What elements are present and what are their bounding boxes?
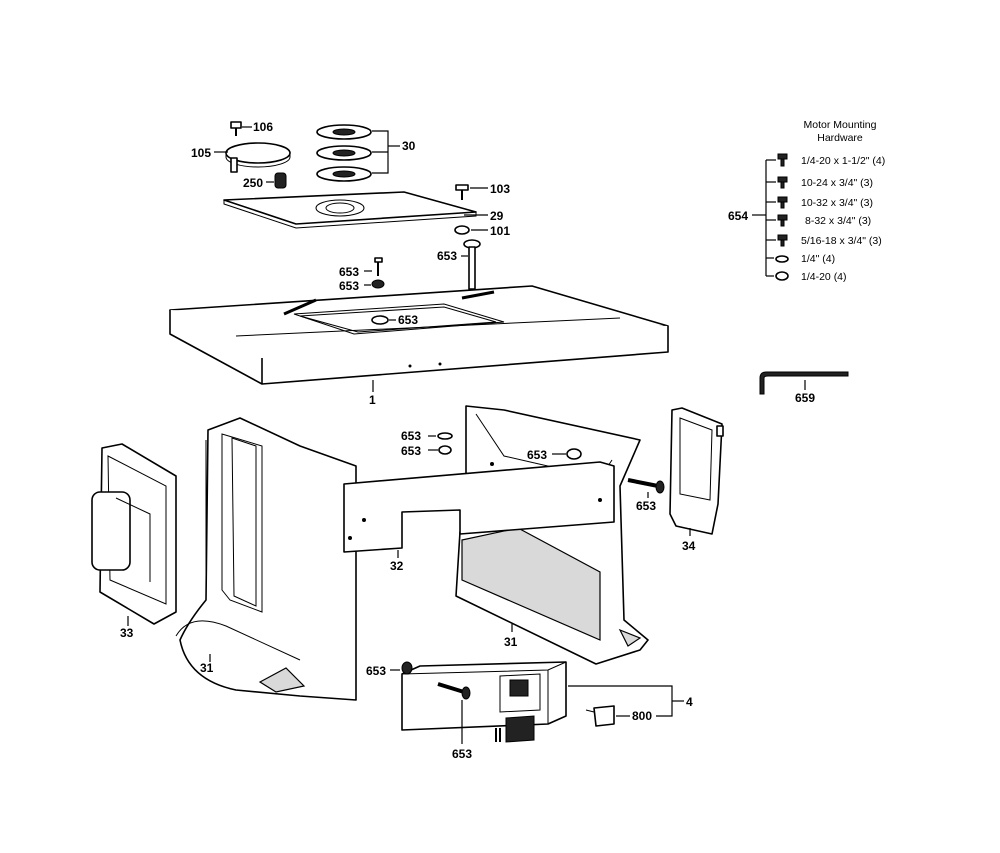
callout-30: 30 (402, 139, 416, 153)
screw-icon (777, 196, 788, 209)
hardware-item-7: 1/4-20 (4) (766, 271, 847, 283)
switch-box-4: 653 653 800 4 (366, 661, 693, 761)
callout-34: 34 (682, 539, 696, 553)
bolt-653-icon (463, 239, 481, 290)
callout-653-e: 653 (401, 429, 421, 443)
callout-653-c: 653 (339, 279, 359, 293)
svg-text:10-32 x 3/4" (3): 10-32 x 3/4" (3) (801, 197, 873, 209)
insert-plate-29-icon (223, 191, 477, 229)
callout-105: 105 (191, 146, 211, 160)
callout-31-right: 31 (504, 635, 518, 649)
callout-653-j: 653 (452, 747, 472, 761)
nut-653-icon (438, 445, 452, 455)
hex-wrench-659: 659 (759, 371, 849, 405)
hardware-item-1: 1/4-20 x 1-1/2" (4) (766, 153, 885, 167)
nut-653-icon (566, 448, 582, 460)
callout-653-h: 653 (636, 499, 656, 513)
callout-653-f: 653 (401, 444, 421, 458)
end-cover-33: 33 (91, 443, 177, 640)
callout-653-a: 653 (437, 249, 457, 263)
hardware-item-5: 5/16-18 x 3/4" (3) (766, 234, 882, 247)
motor-mounting-hardware-list: Motor Mounting Hardware 654 1/4-20 x 1-1… (728, 119, 885, 283)
svg-text:5/16-18 x 3/4" (3): 5/16-18 x 3/4" (3) (801, 235, 882, 247)
nut-icon (775, 271, 789, 281)
washer-icon (775, 255, 789, 263)
washer-653-icon (437, 432, 453, 440)
bolt-653-icon (374, 257, 383, 276)
callout-106: 106 (253, 120, 273, 134)
callout-101: 101 (490, 224, 510, 238)
screw-106-icon (230, 121, 242, 136)
hardware-item-2: 10-24 x 3/4" (3) (766, 176, 873, 189)
hardware-item-3: 10-32 x 3/4" (3) (766, 196, 873, 209)
callout-653-d: 653 (398, 313, 418, 327)
screw-icon (777, 234, 788, 247)
callout-250: 250 (243, 176, 263, 190)
mounting-panel-32: 32 (343, 461, 615, 573)
svg-text:10-24 x 3/4" (3): 10-24 x 3/4" (3) (801, 177, 873, 189)
hardware-item-6: 1/4" (4) (766, 253, 835, 265)
svg-text:8-32 x 3/4" (3): 8-32 x 3/4" (3) (805, 215, 871, 227)
nut-653-icon (371, 279, 385, 289)
end-door-34: 34 (669, 407, 724, 553)
table-top-1: 653 653 653 1 (169, 257, 669, 407)
screw-103-icon (455, 184, 469, 200)
bolt-653-icon (627, 478, 665, 494)
callout-32: 32 (390, 559, 404, 573)
callout-800: 800 (632, 709, 652, 723)
callout-654: 654 (728, 209, 748, 223)
rings-30-icon (316, 124, 372, 182)
callout-29: 29 (490, 209, 504, 223)
knob-250-icon (274, 172, 287, 189)
callout-1: 1 (369, 393, 376, 407)
screw-icon (777, 153, 788, 167)
callout-653-g: 653 (527, 448, 547, 462)
callout-31-left: 31 (200, 661, 214, 675)
callout-653-i: 653 (366, 664, 386, 678)
callout-653-b: 653 (339, 265, 359, 279)
callout-4: 4 (686, 695, 693, 709)
svg-text:1/4" (4): 1/4" (4) (801, 253, 835, 265)
callout-103: 103 (490, 182, 510, 196)
nut-653-icon (371, 315, 389, 325)
bolt-653-icon (401, 661, 413, 675)
callout-659: 659 (795, 391, 815, 405)
screw-icon (777, 176, 788, 189)
callout-33: 33 (120, 626, 134, 640)
side-panel-left-31: 31 (175, 417, 357, 701)
bolt-653-icon (437, 682, 471, 700)
hardware-item-4: 8-32 x 3/4" (3) (766, 214, 871, 227)
panel-fasteners: 653 653 653 653 (401, 429, 665, 513)
svg-text:1/4-20 x 1-1/2" (4): 1/4-20 x 1-1/2" (4) (801, 155, 885, 167)
screw-icon (777, 214, 788, 227)
hardware-title-line2: Hardware (817, 132, 863, 144)
insert-plate-assembly: 106 105 250 30 (191, 120, 510, 290)
side-panel-right-31: 31 (455, 405, 649, 665)
svg-text:1/4-20 (4): 1/4-20 (4) (801, 271, 847, 283)
nut-101-icon (454, 225, 470, 235)
disc-105-icon (225, 142, 291, 173)
hardware-title-line1: Motor Mounting (804, 119, 877, 131)
key-800-icon (585, 705, 615, 727)
